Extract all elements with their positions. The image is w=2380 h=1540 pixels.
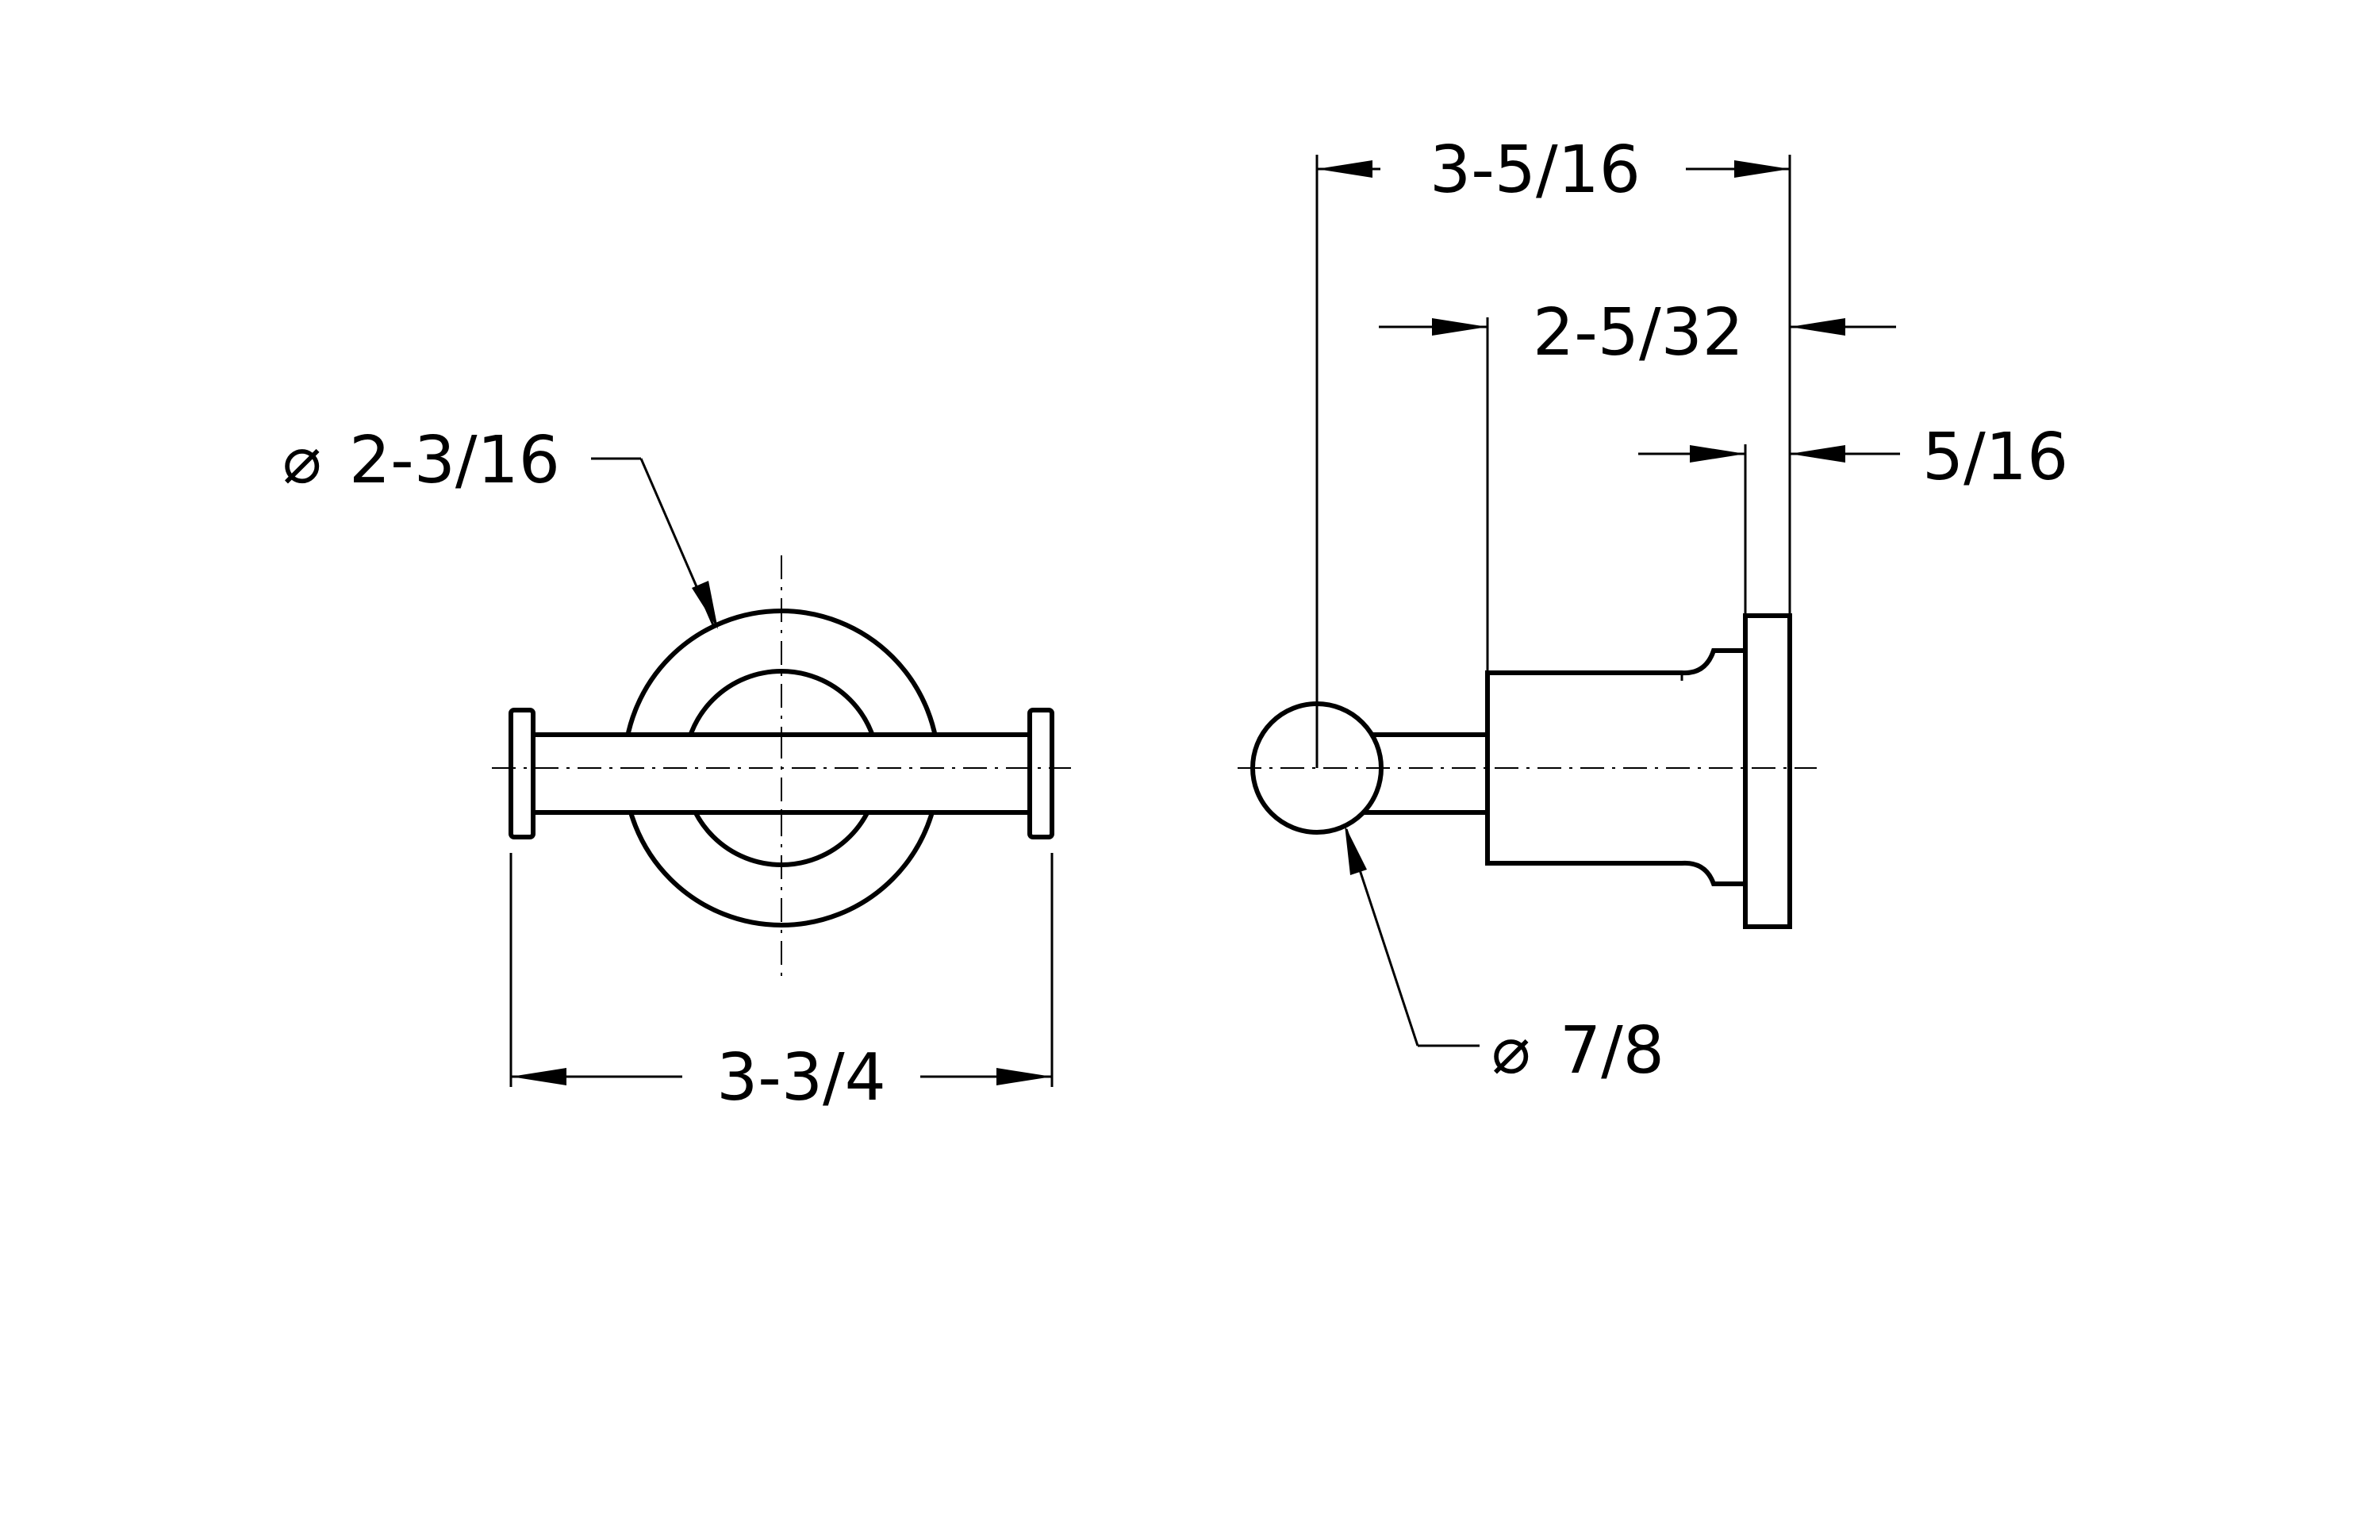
body-depth-label: 2-5/32 (1533, 295, 1744, 371)
knob-diameter-label: 7/8 (1560, 1013, 1664, 1089)
hook-end-cap-left (509, 708, 536, 839)
flange-arrow-right (1790, 445, 1845, 463)
hook-end-cap-right (1027, 708, 1054, 839)
flange-side (1743, 613, 1792, 929)
flange-diameter-arrow (692, 581, 718, 629)
flange-diameter-symbol: ⌀ (282, 423, 321, 498)
front-view: 3-3/4 ⌀ 2-3/16 (282, 423, 1071, 1116)
overall-depth-label: 3-5/16 (1430, 132, 1641, 208)
knob-diameter-symbol: ⌀ (1491, 1013, 1530, 1089)
width-arrow-right (996, 1068, 1052, 1085)
flange-diameter-label: 2-3/16 (349, 423, 560, 498)
depth-arrow-right (1734, 160, 1790, 178)
flange-thickness-label: 5/16 (1922, 420, 2068, 495)
width-arrow-left (511, 1068, 566, 1085)
side-view: 3-5/16 2-5/32 5/16 ⌀ 7/8 (1238, 132, 2068, 1089)
depth-arrow-left (1317, 160, 1372, 178)
overall-width-label: 3-3/4 (716, 1040, 886, 1116)
body-arrow-left (1432, 318, 1488, 336)
knob-diameter-arrow (1345, 825, 1367, 875)
flange-arrow-left (1690, 445, 1745, 463)
body-arrow-right (1790, 318, 1845, 336)
hook-body (1485, 648, 1748, 886)
